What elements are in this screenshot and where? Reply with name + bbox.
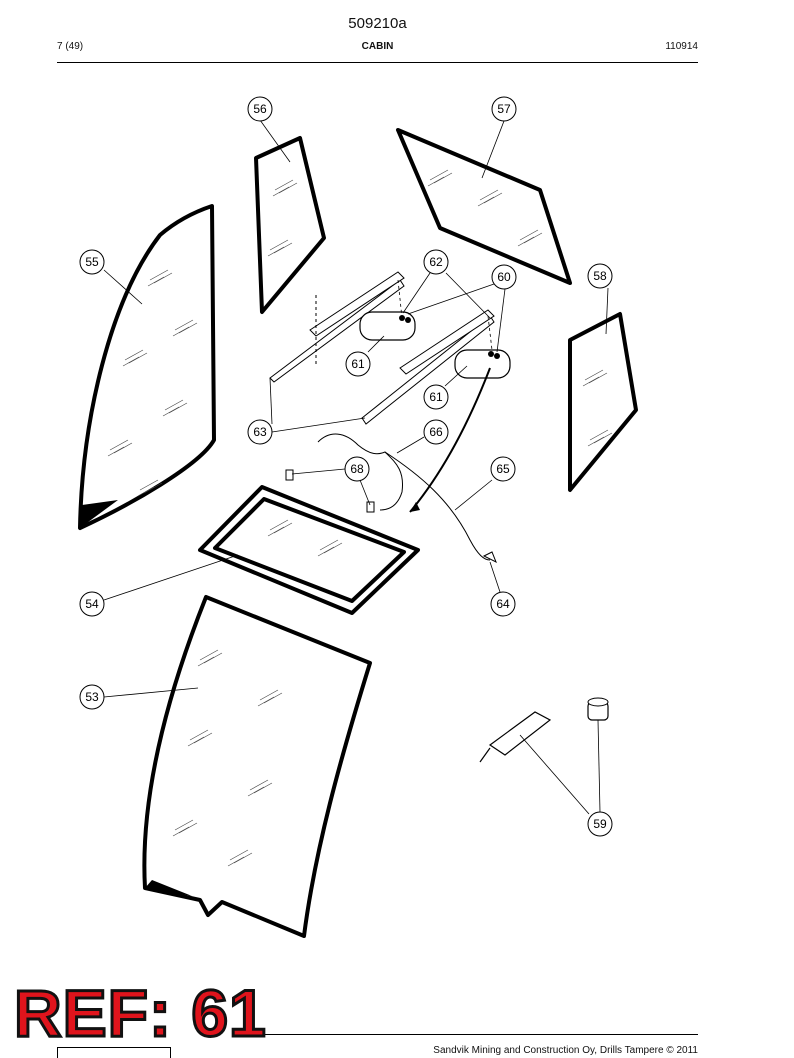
callout-68: 68 [344, 456, 370, 482]
svg-text:65: 65 [496, 462, 510, 476]
svg-text:54: 54 [85, 597, 99, 611]
svg-text:56: 56 [253, 102, 267, 116]
callout-57: 57 [491, 96, 517, 122]
wiper-assemblies [269, 271, 511, 425]
washer-nozzles [285, 469, 375, 513]
document-id: 509210a [348, 15, 407, 32]
upper-glass-small [254, 136, 326, 314]
page-number: 7 (49) [57, 41, 84, 52]
copyright-footer: Sandvik Mining and Construction Oy, Dril… [433, 1045, 698, 1056]
footer-rule [250, 1034, 698, 1035]
svg-text:62: 62 [429, 255, 443, 269]
rear-glass [198, 485, 420, 615]
side-glass-right [568, 312, 638, 492]
callout-66: 66 [423, 419, 449, 445]
front-windscreen [142, 595, 372, 938]
svg-text:57: 57 [497, 102, 511, 116]
side-glass-left [78, 204, 216, 530]
svg-text:55: 55 [85, 255, 99, 269]
reference-stamp: REF: 61 [13, 976, 268, 1050]
callout-59: 59 [587, 811, 613, 837]
washer-hoses [317, 367, 497, 564]
callout-55: 55 [79, 249, 105, 275]
svg-text:64: 64 [496, 597, 510, 611]
svg-text:66: 66 [429, 425, 443, 439]
callout-53: 53 [79, 684, 105, 710]
callout-64: 64 [490, 591, 516, 617]
callout-61-upper: 61 [345, 351, 371, 377]
callout-60: 60 [491, 264, 517, 290]
svg-text:59: 59 [593, 817, 607, 831]
callout-54: 54 [79, 591, 105, 617]
svg-text:61: 61 [351, 357, 365, 371]
callout-56: 56 [247, 96, 273, 122]
section-title: CABIN [361, 41, 394, 52]
svg-text:58: 58 [593, 269, 607, 283]
roof-glass [396, 128, 572, 285]
leader-lines [103, 119, 609, 815]
svg-text:68: 68 [350, 462, 364, 476]
callout-61-lower: 61 [423, 384, 449, 410]
svg-text:61: 61 [429, 390, 443, 404]
sealant-tube [479, 697, 609, 763]
callout-62: 62 [423, 249, 449, 275]
svg-text:63: 63 [253, 425, 267, 439]
header-rule [57, 62, 698, 63]
callout-58: 58 [587, 263, 613, 289]
date-code: 110914 [665, 41, 698, 52]
callout-65: 65 [490, 456, 516, 482]
svg-text:53: 53 [85, 690, 99, 704]
svg-text:60: 60 [497, 270, 511, 284]
callout-63: 63 [247, 419, 273, 445]
